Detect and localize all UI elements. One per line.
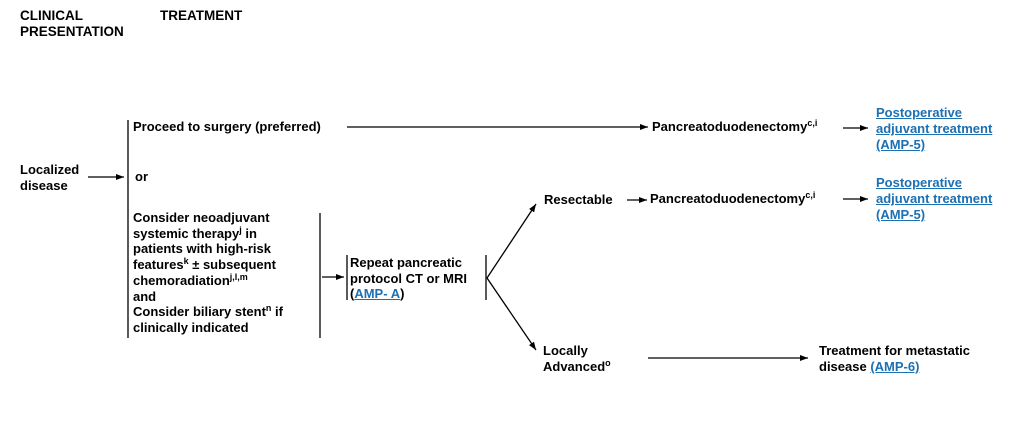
- label-line: disease: [20, 178, 68, 193]
- text-line: systemic therapyj in: [133, 224, 283, 242]
- arrow-locally-advanced: [486, 277, 537, 351]
- text-line: Locally: [543, 343, 588, 358]
- label-line: Localized: [20, 162, 80, 177]
- text: in: [241, 225, 257, 241]
- text-line: protocol CT or MRI: [350, 270, 467, 286]
- amp-6-link[interactable]: (AMP-6): [870, 359, 920, 374]
- text: chemoradiation: [133, 272, 230, 288]
- footnote: j: [239, 224, 242, 235]
- text-line: Treatment for metastatic: [819, 343, 970, 358]
- header-line: PRESENTATION: [20, 24, 124, 39]
- text-line: Advancedo: [543, 359, 611, 375]
- text: if: [271, 304, 283, 320]
- text-line: featuresk ± subsequent: [133, 257, 283, 273]
- text: ): [400, 286, 405, 301]
- link-line[interactable]: adjuvant treatment: [876, 191, 993, 206]
- text-line: chemoradiationj,l,m: [133, 271, 283, 289]
- neoadjuvant-option: Consider neoadjuvant systemic therapyj i…: [133, 210, 283, 336]
- link-line[interactable]: (AMP-5): [876, 137, 926, 152]
- text: Pancreatoduodenectomy: [652, 119, 808, 134]
- text-line: and: [133, 288, 157, 304]
- text-line: disease (AMP-6): [819, 359, 970, 375]
- footnote: n: [265, 303, 272, 314]
- footnote: j,l,m: [229, 271, 248, 282]
- link-line[interactable]: Postoperative: [876, 175, 962, 190]
- text: disease: [819, 359, 871, 374]
- amp-a-link[interactable]: AMP- A: [354, 286, 401, 301]
- text-line: clinically indicated: [133, 319, 249, 335]
- or-label: or: [135, 169, 148, 184]
- footnote: o: [605, 358, 611, 368]
- text-line: Consider neoadjuvant: [133, 210, 270, 225]
- text-line: Repeat pancreatic: [350, 255, 462, 270]
- text: systemic therapy: [133, 225, 240, 241]
- proceed-to-surgery: Proceed to surgery (preferred): [133, 119, 321, 134]
- footnote: k: [183, 256, 189, 267]
- metastatic-treatment: Treatment for metastatic disease (AMP-6): [819, 343, 970, 375]
- repeat-imaging: Repeat pancreatic protocol CT or MRI (AM…: [350, 255, 467, 302]
- header-line: CLINICAL: [20, 8, 83, 23]
- arrow-resectable: [486, 203, 537, 279]
- text: Pancreatoduodenectomy: [650, 191, 806, 206]
- text-line: (AMP- A): [350, 286, 467, 302]
- header-treatment: TREATMENT: [160, 8, 243, 23]
- text: features: [133, 257, 184, 273]
- text: (: [350, 286, 355, 301]
- postop-adjuvant-link-1[interactable]: Postoperative adjuvant treatment (AMP-5): [876, 105, 992, 153]
- text-line: Consider biliary stentn if: [133, 304, 283, 320]
- postop-adjuvant-link-2[interactable]: Postoperative adjuvant treatment (AMP-5): [876, 175, 992, 223]
- link-line[interactable]: adjuvant treatment: [876, 121, 993, 136]
- resectable: Resectable: [544, 192, 613, 207]
- pancreatoduodenectomy-2: Pancreatoduodenectomyc,i: [650, 191, 815, 207]
- text: ± subsequent: [188, 257, 276, 273]
- localized-disease: Localized disease: [20, 162, 79, 194]
- link-line[interactable]: (AMP-5): [876, 207, 926, 222]
- text-line: patients with high-risk: [133, 241, 271, 257]
- header-clinical-presentation: CLINICAL PRESENTATION: [20, 8, 124, 40]
- link-line[interactable]: Postoperative: [876, 105, 962, 120]
- pancreatoduodenectomy-1: Pancreatoduodenectomyc,i: [652, 119, 817, 135]
- footnote: c,i: [807, 118, 818, 128]
- text: Advanced: [543, 359, 606, 374]
- locally-advanced: Locally Advancedo: [543, 343, 611, 375]
- text: Consider biliary stent: [133, 304, 266, 320]
- footnote: c,i: [805, 190, 816, 200]
